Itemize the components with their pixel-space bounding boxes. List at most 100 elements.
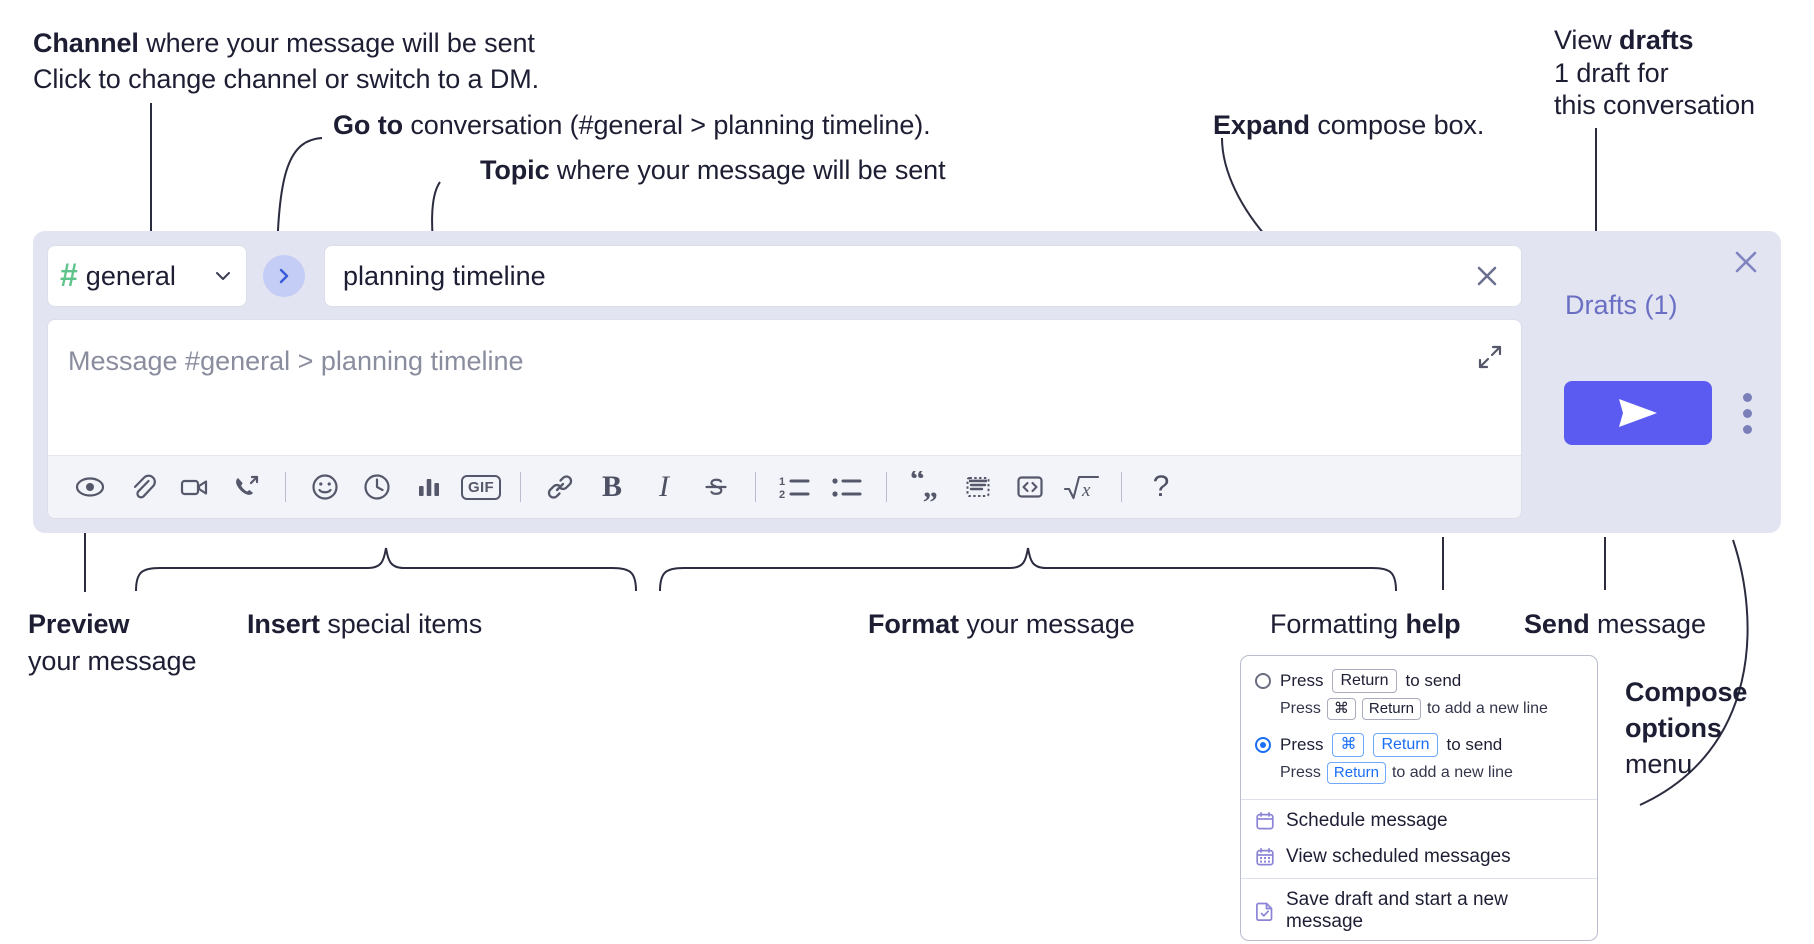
svg-text:1: 1 [779, 476, 785, 488]
opt0-sub-0: Press [1280, 700, 1321, 717]
kebab-dot [1742, 392, 1752, 402]
topic-value: planning timeline [343, 260, 546, 291]
annotation-goto: Go to conversation (#general > planning … [333, 110, 931, 140]
drafts-link[interactable]: Drafts (1) [1565, 290, 1678, 320]
math-icon[interactable]: x [1056, 465, 1108, 509]
go-to-conversation-button[interactable] [263, 255, 305, 297]
annotation-compose-options-l2: options [1625, 713, 1722, 743]
attachment-icon[interactable] [116, 465, 168, 509]
send-option-cmd-return[interactable]: Press ⌘ Return to send [1241, 730, 1597, 760]
help-label: ? [1152, 470, 1170, 503]
quote-icon[interactable]: “„ [900, 465, 952, 509]
hash-icon: # [60, 257, 78, 293]
compose-panel: # general planning timeline M [33, 231, 1781, 533]
annotation-topic: Topic where your message will be sent [480, 155, 946, 185]
opt0-main-2: to send [1405, 671, 1462, 690]
help-icon[interactable]: ? [1135, 465, 1187, 509]
svg-text:„: „ [923, 471, 938, 503]
annotation-preview: Preview [28, 609, 130, 639]
send-button[interactable] [1564, 381, 1712, 445]
send-option-return-sub: Press ⌘ Return to add a new line [1241, 696, 1597, 722]
emoji-icon[interactable] [299, 465, 351, 509]
toolbar-separator [1121, 472, 1122, 502]
opt1-main-3: to send [1446, 735, 1503, 754]
send-option-cmd-return-sub: Press Return to add a new line [1241, 760, 1597, 786]
calendar-grid-icon [1255, 847, 1275, 867]
opt0-sub-3: to add a new line [1426, 700, 1548, 717]
menu-item-label: Save draft and start a new message [1286, 889, 1508, 932]
bold-icon[interactable]: B [586, 465, 638, 509]
svg-text:“: “ [910, 471, 925, 496]
link-icon[interactable] [534, 465, 586, 509]
code-icon[interactable] [1004, 465, 1056, 509]
menu-divider [1241, 878, 1597, 879]
annotation-send: Send message [1524, 609, 1706, 639]
audio-call-icon[interactable] [220, 465, 272, 509]
clock-icon[interactable] [351, 465, 403, 509]
opt1-key-cmd: ⌘ [1332, 733, 1365, 757]
kebab-dot [1742, 424, 1752, 434]
annotation-insert: Insert special items [247, 609, 483, 639]
gif-icon[interactable]: GIF [455, 465, 507, 509]
preview-icon[interactable] [64, 465, 116, 509]
compose-top-row: # general planning timeline [47, 245, 1522, 307]
menu-item-label: Schedule message [1286, 810, 1448, 831]
opt0-sub-key-cmd: ⌘ [1326, 698, 1356, 720]
annotation-drafts-sub-2: this conversation [1554, 90, 1755, 120]
svg-text:2: 2 [779, 489, 785, 501]
spoiler-icon[interactable] [952, 465, 1004, 509]
italic-label: I [659, 470, 669, 503]
poll-icon[interactable] [403, 465, 455, 509]
annotation-formatting-help: Formatting help [1270, 609, 1461, 639]
opt1-sub-key-return: Return [1326, 762, 1386, 784]
annotation-channel-bold: Channel [33, 28, 139, 58]
italic-icon[interactable]: I [638, 465, 690, 509]
message-placeholder: Message #general > planning timeline [68, 346, 524, 376]
menu-item-schedule-message[interactable]: Schedule message [1241, 803, 1597, 839]
opt1-main-0: Press [1280, 735, 1324, 754]
close-panel-button[interactable] [1729, 245, 1763, 279]
radio-cmd-return[interactable] [1255, 737, 1271, 753]
annotation-compose-options-l3: menu [1625, 749, 1693, 779]
compose-inner: # general planning timeline M [47, 245, 1522, 519]
opt0-sub-key-return: Return [1361, 698, 1421, 720]
annotation-channel-rest: where your message will be sent [138, 28, 535, 58]
expand-compose-button[interactable] [1475, 342, 1505, 372]
menu-item-save-draft[interactable]: Save draft and start a new message [1241, 882, 1597, 940]
opt1-sub-0: Press [1280, 764, 1321, 781]
annotation-preview-line2: your message [28, 646, 197, 676]
bulleted-list-icon[interactable] [821, 465, 873, 509]
topic-input[interactable]: planning timeline [324, 245, 1522, 307]
channel-selector[interactable]: # general [47, 245, 247, 307]
annotation-format: Format your message [868, 609, 1135, 639]
toolbar-separator [755, 472, 756, 502]
gif-label: GIF [461, 474, 501, 500]
menu-item-view-scheduled-messages[interactable]: View scheduled messages [1241, 839, 1597, 875]
annotation-drafts-sub-1: 1 draft for [1554, 58, 1669, 88]
annotation-channel-sub: Click to change channel or switch to a D… [33, 64, 540, 94]
toolbar-separator [886, 472, 887, 502]
topic-clear-button[interactable] [1471, 260, 1503, 292]
annotation-compose-options-l1: Compose [1625, 677, 1748, 707]
annotation-channel: Channel where your message will be sent [33, 25, 535, 61]
radio-return[interactable] [1255, 673, 1271, 689]
compose-options-menu: Press Return to send Press ⌘ Return to a… [1240, 655, 1598, 941]
annotation-expand: Expand compose box. [1213, 110, 1485, 140]
opt0-main-0: Press [1280, 671, 1324, 690]
message-compose-box[interactable]: Message #general > planning timeline [47, 319, 1522, 519]
menu-item-label: View scheduled messages [1286, 846, 1511, 867]
toolbar-separator [285, 472, 286, 502]
opt0-key-return: Return [1332, 669, 1397, 693]
strikethrough-icon[interactable] [690, 465, 742, 509]
compose-options-button[interactable] [1733, 389, 1761, 437]
menu-divider [1241, 799, 1597, 800]
opt1-sub-2: to add a new line [1391, 764, 1513, 781]
send-options-group: Press Return to send Press ⌘ Return to a… [1241, 656, 1597, 796]
video-icon[interactable] [168, 465, 220, 509]
toolbar-separator [520, 472, 521, 502]
kebab-dot [1742, 408, 1752, 418]
bold-label: B [601, 470, 622, 503]
send-option-return[interactable]: Press Return to send [1241, 666, 1597, 696]
